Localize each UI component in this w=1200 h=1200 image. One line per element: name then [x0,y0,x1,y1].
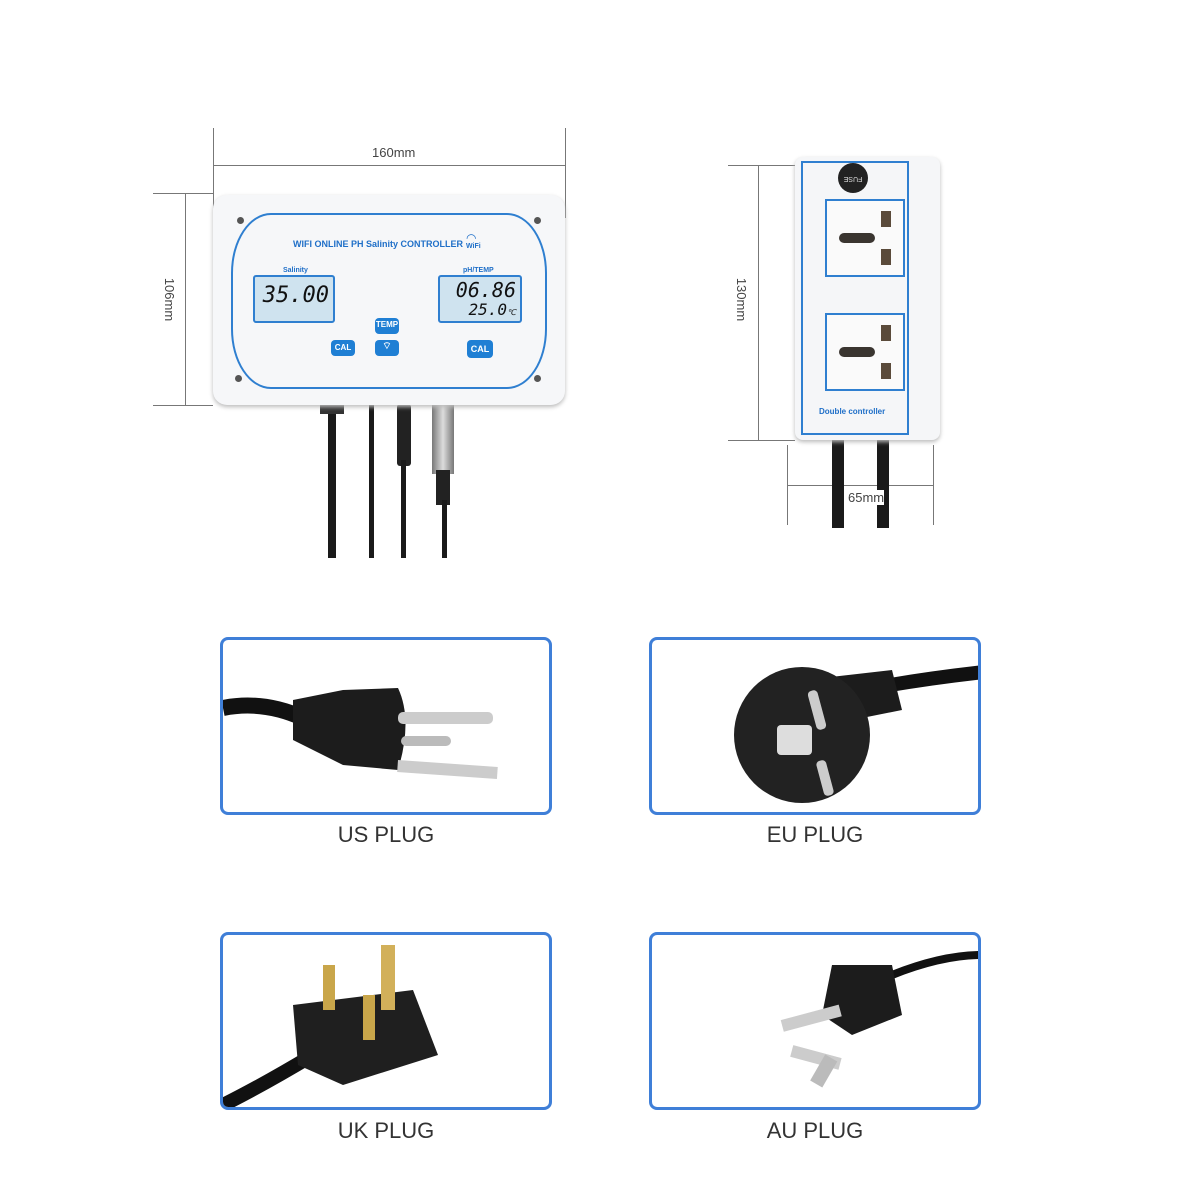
panel-border [801,161,909,435]
temp-value: 25.0 [468,300,508,319]
wifi-label: WiFi [466,243,481,250]
screw-icon [237,217,244,224]
outlet-hole [881,211,891,227]
au-plug-label: AU PLUG [766,1118,864,1143]
fuse-holder[interactable]: FUSE [838,163,868,193]
socket-height-dimension-line [758,165,759,440]
height-dimension-label: 106mm [162,277,178,322]
screw-icon [235,375,242,382]
dimension-guide [565,128,566,218]
cable [832,440,844,528]
temp-unit: ℃ [507,308,516,317]
dimension-guide [213,128,214,218]
eu-plug-image [649,637,981,815]
dimension-guide [153,405,213,406]
width-dimension-label: 160mm [372,145,416,160]
temp-button[interactable]: TEMP [375,318,399,334]
salinity-label: Salinity [283,267,308,274]
dimension-guide [933,445,934,525]
dimension-guide [728,165,795,166]
controller-title: WIFI ONLINE PH Salinity CONTROLLER [293,239,464,249]
double-controller-socket: FUSE Double controller [795,157,940,440]
cal-right-button[interactable]: CAL [467,340,493,358]
uk-plug-icon [223,945,438,1107]
salinity-display: 35.00 [253,275,335,323]
panel-border [231,213,547,389]
uk-plug-label: UK PLUG [337,1118,435,1143]
outlet-hole [881,363,891,379]
wifi-button[interactable]: ⌔ [375,340,399,356]
screw-icon [534,217,541,224]
dimension-guide [728,440,795,441]
eu-plug-icon [734,665,978,803]
cable [877,440,889,528]
ph-salinity-controller: WIFI ONLINE PH Salinity CONTROLLER ◠ WiF… [213,195,565,405]
socket-height-dimension-label: 130mm [734,277,750,322]
screw-icon [534,375,541,382]
us-plug-label: US PLUG [337,822,435,847]
dimension-guide [153,193,213,194]
us-plug-icon [223,688,498,779]
socket-width-dimension-line [787,485,933,486]
outlet-2[interactable] [825,313,905,391]
socket-label: Double controller [819,407,886,416]
outlet-hole [881,249,891,265]
cal-left-button[interactable]: CAL [331,340,355,356]
au-plug-image [649,932,981,1110]
ph-value: 06.86 [455,278,516,302]
outlet-hole [881,325,891,341]
us-plug-image [220,637,552,815]
au-plug-icon [780,951,978,1088]
width-dimension-line [213,165,565,166]
uk-plug-image [220,932,552,1110]
outlet-hole [839,233,875,243]
outlet-1[interactable] [825,199,905,277]
outlet-hole [839,347,875,357]
ph-temp-display: 06.86 25.0℃ [438,275,522,323]
socket-width-dimension-label: 65mm [848,490,885,505]
height-dimension-line [185,193,186,405]
eu-plug-label: EU PLUG [766,822,864,847]
wifi-icon: ◠ [466,231,477,245]
ph-temp-label: pH/TEMP [463,267,494,274]
